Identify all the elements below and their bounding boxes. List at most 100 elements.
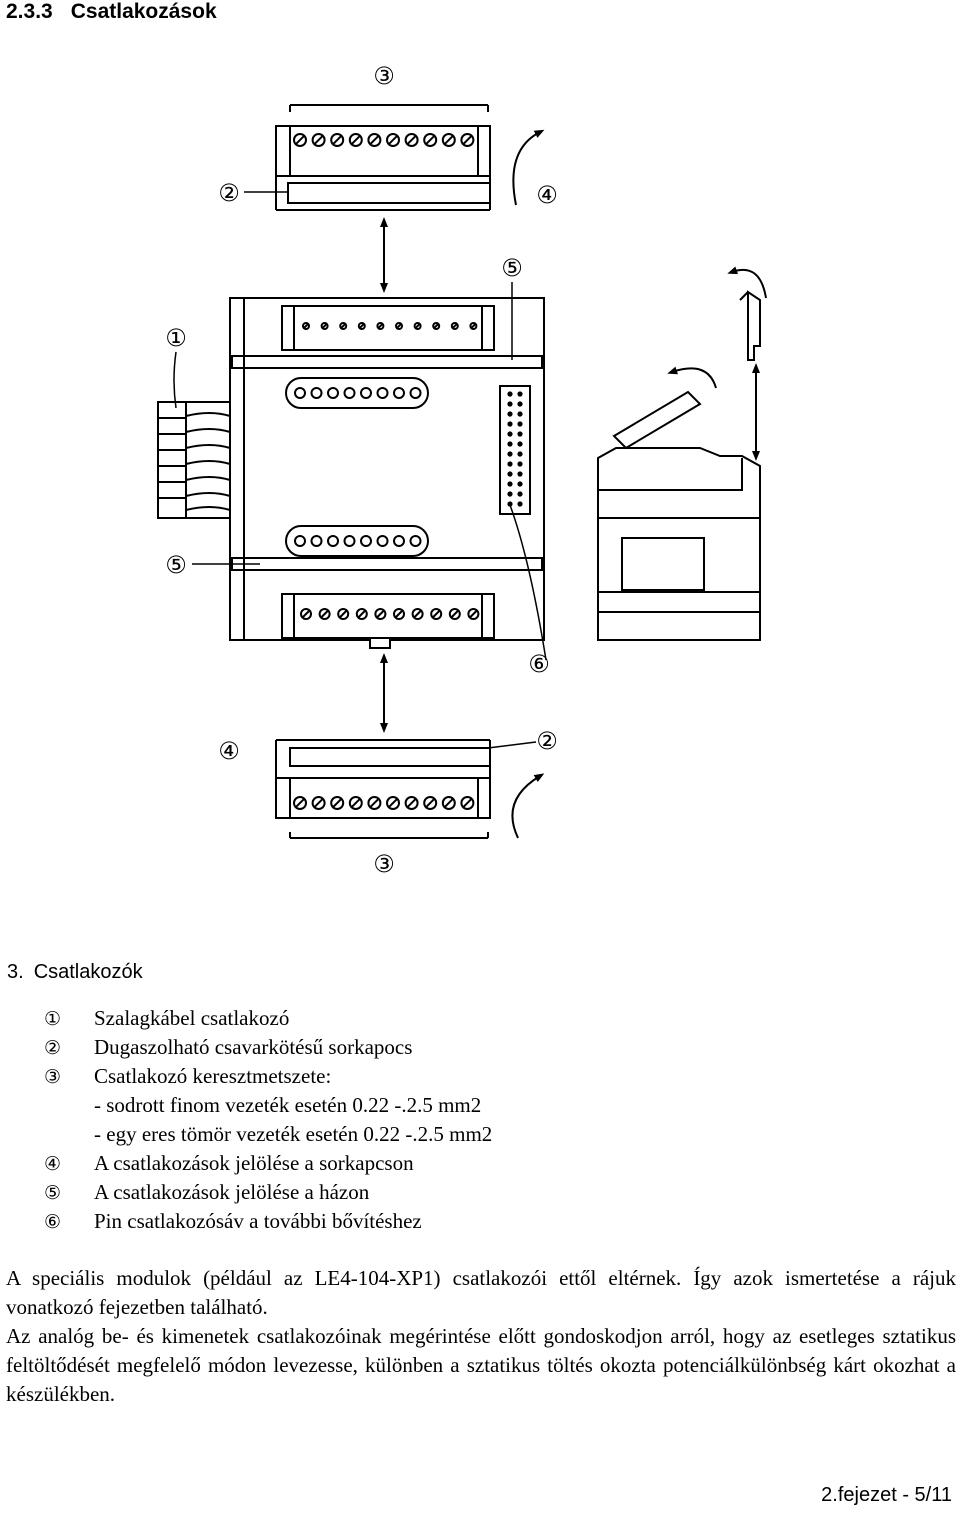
pin-header (507, 391, 523, 507)
top-tilt-arrow (512, 129, 545, 206)
screw-slot (377, 323, 384, 329)
screw (386, 796, 400, 810)
screw-slot (295, 135, 305, 145)
screw-slot (357, 609, 367, 619)
screw-slot (406, 798, 417, 808)
screw (467, 608, 480, 620)
screw (357, 322, 366, 330)
led (393, 535, 405, 547)
led (294, 535, 306, 547)
screw-slot (358, 323, 365, 329)
screw-slot (451, 323, 458, 329)
ribbon-cable (157, 401, 231, 519)
pin (517, 481, 523, 487)
screw-slot (332, 135, 343, 145)
bottom-tilt-arrow (511, 773, 545, 839)
pin (507, 421, 513, 427)
legend-mark: ⑥ (44, 1211, 62, 1233)
screw (367, 796, 382, 810)
screw (339, 322, 348, 330)
pin (507, 481, 513, 487)
screw-slot (388, 798, 398, 808)
screw-slot (470, 323, 477, 329)
pin (517, 431, 523, 437)
callout-3-top: ③ (373, 62, 395, 90)
section-number: 2.3.3 (6, 0, 53, 23)
screw (311, 133, 326, 147)
legend-text: - egy eres tömör vezeték esetén 0.22 -.2… (94, 1122, 493, 1146)
screw (293, 796, 307, 810)
led (327, 387, 339, 399)
pin (517, 471, 523, 477)
screw-slot (350, 798, 361, 808)
screw-slot (443, 135, 454, 145)
screw (411, 608, 424, 620)
screw (374, 608, 387, 620)
pin (507, 431, 513, 437)
screw (404, 133, 419, 147)
screw (460, 796, 475, 810)
screw (337, 608, 350, 620)
legend-text: Csatlakozó keresztmetszete: (94, 1064, 332, 1088)
screw-slot (350, 135, 361, 145)
screw (469, 322, 478, 330)
screw (348, 133, 363, 147)
screw (367, 133, 382, 147)
legend-item: ④ A csatlakozások jelölése a sorkapcson (44, 1149, 492, 1178)
screw-slot (469, 609, 478, 619)
screw-slot (303, 323, 309, 329)
pin (507, 491, 513, 497)
screw (386, 133, 400, 147)
legend-text: - sodrott finom vezeték esetén 0.22 -.2.… (94, 1093, 482, 1117)
screw-slot (338, 609, 348, 619)
screw (318, 608, 331, 620)
led (310, 535, 323, 547)
figure-number: 3. (7, 961, 24, 983)
screw (404, 796, 419, 810)
led (343, 535, 356, 547)
legend-mark: ④ (44, 1153, 62, 1175)
screw (393, 608, 405, 620)
screw-slot (431, 609, 441, 619)
screw-slot (394, 609, 404, 619)
figure-caption: 3.Csatlakozók (7, 961, 143, 984)
pin (517, 421, 523, 427)
led-row-bottom (294, 535, 422, 547)
screw (302, 322, 310, 330)
screw (448, 608, 461, 620)
screw (450, 322, 459, 330)
screw-slot (332, 798, 343, 808)
screw-slot (425, 135, 436, 145)
device-body (229, 297, 545, 649)
pin (517, 501, 523, 507)
screw-slot (320, 609, 329, 619)
legend-item: ③ Csatlakozó keresztmetszete: (44, 1062, 492, 1091)
callout-4-bottom: ④ (218, 737, 240, 765)
legend-text: Dugaszolható csavarkötésű sorkapocs (94, 1035, 413, 1059)
legend-mark: ① (44, 1008, 62, 1030)
pin (507, 471, 513, 477)
screw (320, 322, 329, 330)
screw (330, 796, 345, 810)
legend-mark: ② (44, 1037, 62, 1059)
screw-slot (433, 323, 440, 329)
screw (300, 608, 312, 620)
legend-text: A csatlakozások jelölése a sorkapcson (94, 1151, 414, 1175)
led (409, 535, 422, 547)
led-row-top (294, 387, 422, 399)
screw-slot (369, 135, 380, 145)
legend-text: Pin csatlakozósáv a további bővítéshez (94, 1209, 422, 1233)
screw-slot (295, 798, 305, 808)
legend-mark: ③ (44, 1066, 62, 1088)
pin (517, 461, 523, 467)
led (294, 387, 306, 399)
callout-5-top: ⑤ (501, 254, 523, 282)
callout-2-bottom: ② (536, 727, 558, 755)
device-side-view (597, 266, 767, 641)
screw-slot (414, 323, 421, 329)
screw (330, 133, 345, 147)
led (327, 535, 339, 547)
screw-slot (406, 135, 417, 145)
screw (441, 796, 456, 810)
